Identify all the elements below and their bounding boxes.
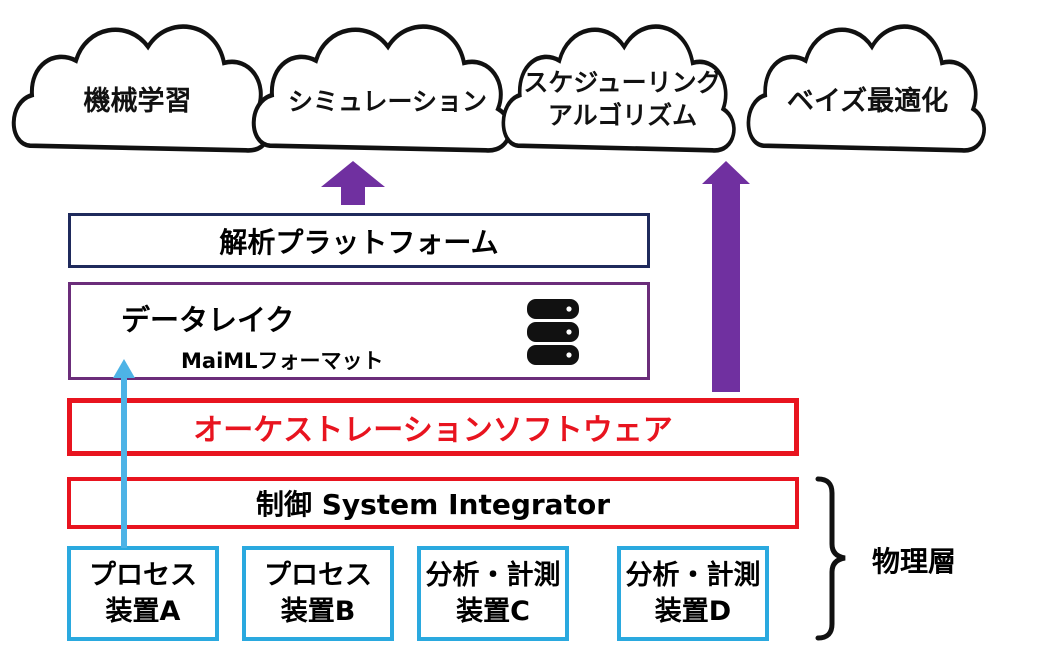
cloud-label-scheduling-line1: スケジューリング: [523, 68, 722, 97]
device-d: 分析・計測 装置D: [617, 546, 769, 641]
device-c-line1: 分析・計測: [425, 559, 561, 591]
datalake-title: データレイク: [121, 303, 295, 337]
device-d-line1: 分析・計測: [625, 559, 761, 591]
analysis-platform-label: 解析プラットフォーム: [219, 225, 499, 259]
control-system-integrator-box: 制御 System Integrator: [67, 477, 799, 529]
arrow-orchestration-to-scheduling: [702, 161, 750, 392]
device-c: 分析・計測 装置C: [417, 546, 569, 641]
orchestration-software-label: オーケストレーションソフトウェア: [193, 413, 673, 448]
datalake-box: データレイク MaiMLフォーマット: [68, 282, 650, 380]
control-system-integrator-label: 制御 System Integrator: [255, 488, 611, 521]
device-c-line2: 装置C: [456, 595, 530, 627]
device-b-line1: プロセス: [264, 559, 372, 591]
datalake-format-label: MaiMLフォーマット: [181, 349, 384, 373]
device-d-line2: 装置D: [654, 595, 732, 627]
device-a-line2: 装置A: [105, 595, 181, 627]
physical-layer-label: 物理層: [872, 545, 957, 578]
device-a-line1: プロセス: [89, 559, 197, 591]
analysis-platform-box: 解析プラットフォーム: [68, 213, 650, 268]
cloud-label-scheduling-line2: アルゴリズム: [547, 101, 698, 130]
device-b-line2: 装置B: [280, 595, 356, 627]
device-a: プロセス 装置A: [67, 546, 219, 641]
database-icon: [527, 299, 579, 365]
cloud-label-bayesian: ベイズ最適化: [786, 86, 949, 117]
physical-layer-bracket: [815, 476, 846, 641]
cloud-label-machine-learning: 機械学習: [83, 86, 192, 117]
device-b: プロセス 装置B: [242, 546, 394, 641]
cloud-label-simulation: シミュレーション: [287, 87, 487, 116]
cloud-label-scheduling: スケジューリング アルゴリズム: [505, 66, 740, 132]
orchestration-software-box: オーケストレーションソフトウェア: [67, 398, 799, 456]
